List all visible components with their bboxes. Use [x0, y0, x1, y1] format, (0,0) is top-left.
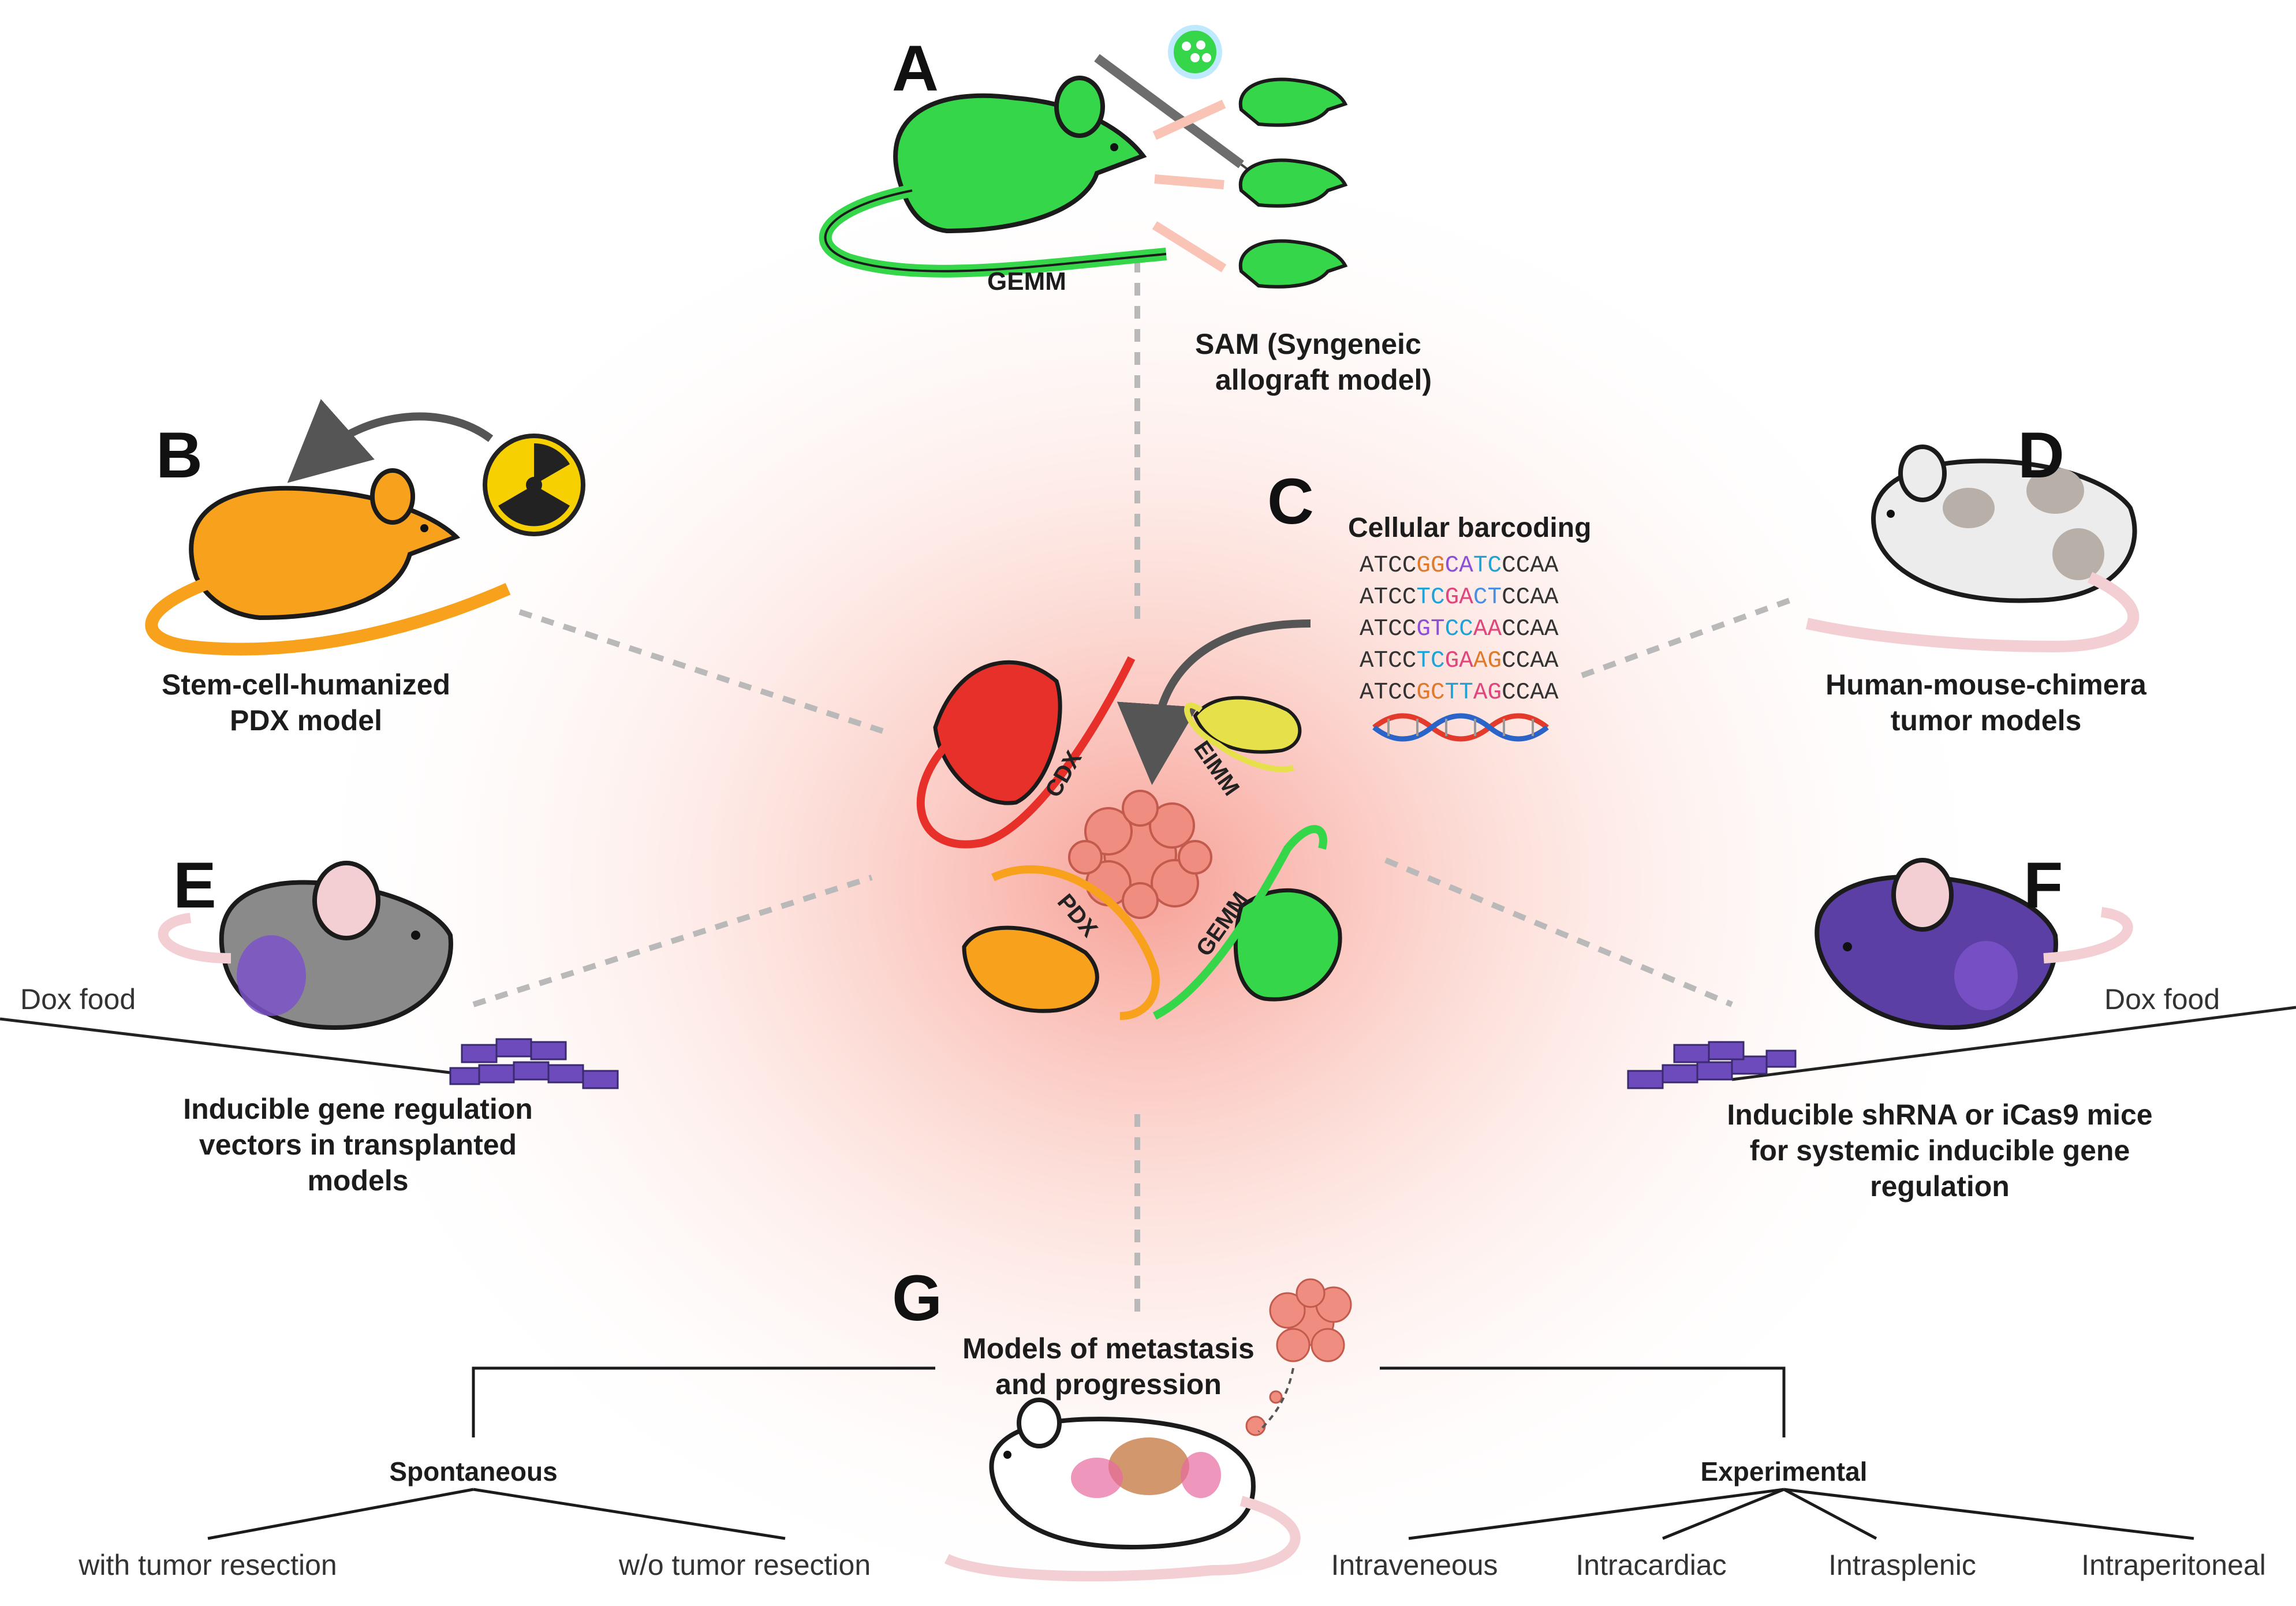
panel-letter-a: A [892, 32, 939, 104]
barcode-sequence: ATCCTCGACTCCAA [1360, 584, 1559, 611]
metastasis-mouse [944, 1398, 1301, 1582]
panel-letter-e: E [173, 849, 216, 921]
panel-letter-g: G [892, 1262, 943, 1334]
sam-label-line2: allograft model) [1215, 364, 1432, 396]
syringe-icon [1094, 25, 1265, 183]
humanized-pdx-mouse [145, 468, 511, 656]
barcode-sequence: ATCCGTCCAACCAA [1360, 616, 1559, 643]
shrna-icas9-label-line2: for systemic inducible gene [1749, 1134, 2130, 1167]
dox-food-pellets-left [449, 1038, 619, 1089]
experimental-item: Intracardiac [1576, 1549, 1727, 1581]
gemm-mouse-large [819, 76, 1167, 278]
experimental-item: Intrasplenic [1828, 1549, 1976, 1581]
panel-letter-c: C [1267, 465, 1314, 537]
inducible-vectors-label-line1: Inducible gene regulation [183, 1093, 533, 1125]
barcode-sequence: ATCCGGCATCCCAA [1360, 552, 1559, 579]
dna-helix-icon [1372, 713, 1549, 742]
shrna-icas9-label-line1: Inducible shRNA or iCas9 mice [1727, 1099, 2153, 1131]
cdx-mouse [916, 656, 1136, 849]
tumor-cluster-center [1068, 790, 1212, 919]
dox-line-right [1731, 1006, 2296, 1081]
metastasis-title-line1: Models of metastasis [962, 1332, 1255, 1365]
dox-food-label-left: Dox food [20, 983, 136, 1015]
gemm-label-a: GEMM [987, 267, 1066, 296]
dox-line-left [0, 1017, 509, 1081]
metastasis-title-line2: and progression [995, 1368, 1222, 1400]
sam-mice [1238, 77, 1348, 289]
metastasis-tree [207, 1366, 2194, 1540]
purple-mouse [1815, 858, 2133, 1030]
dox-food-pellets-right [1627, 1041, 1797, 1089]
chimera-label-line2: tumor models [1890, 704, 2082, 737]
chimera-label-line1: Human-mouse-chimera [1825, 668, 2146, 701]
inducible-vectors-label-line3: models [307, 1164, 409, 1197]
tumor-cells-g [1245, 1278, 1352, 1436]
barcode-sequences: ATCCGGCATCCCAA ATCCTCGACTCCAA ATCCGTCCAA… [1360, 554, 1559, 713]
experimental-item: Intraperitoneal [2081, 1549, 2266, 1581]
panel-letter-b: B [156, 419, 203, 491]
shrna-icas9-label-line3: regulation [1870, 1170, 2010, 1202]
experimental-item: Intraveneous [1331, 1549, 1498, 1581]
sam-label-line1: SAM (Syngeneic [1195, 328, 1421, 360]
experimental-label: Experimental [1700, 1456, 1868, 1487]
dashed-connectors [472, 260, 1791, 1316]
barcoding-title: Cellular barcoding [1348, 513, 1592, 543]
humanized-pdx-label-line2: PDX model [230, 704, 382, 737]
gemm-mouse-center [1152, 825, 1342, 1020]
spontaneous-item: with tumor resection [79, 1549, 337, 1581]
radiation-arrow [287, 399, 494, 483]
radiation-icon [483, 434, 585, 536]
dox-food-label-right: Dox food [2104, 983, 2220, 1015]
inducible-vectors-label-line2: vectors in transplanted [199, 1129, 517, 1161]
barcoding-arrow [1117, 619, 1311, 785]
dissemination-arrow [1257, 1368, 1294, 1433]
grey-mouse [158, 861, 453, 1030]
panel-letter-f: F [2024, 849, 2063, 921]
spontaneous-item: w/o tumor resection [618, 1549, 871, 1581]
panel-letter-d: D [2018, 419, 2064, 491]
humanized-pdx-label-line1: Stem-cell-humanized [161, 668, 451, 701]
barcode-sequence: ATCCTCGAAGCCAA [1360, 648, 1559, 674]
chimera-mouse [1805, 445, 2140, 653]
eimm-mouse [1184, 696, 1302, 772]
barcode-sequence: ATCCGCTTAGCCAA [1360, 679, 1559, 706]
spontaneous-label: Spontaneous [389, 1456, 558, 1487]
pdx-mouse-center [962, 865, 1160, 1020]
transfer-arrows [1152, 99, 1227, 272]
